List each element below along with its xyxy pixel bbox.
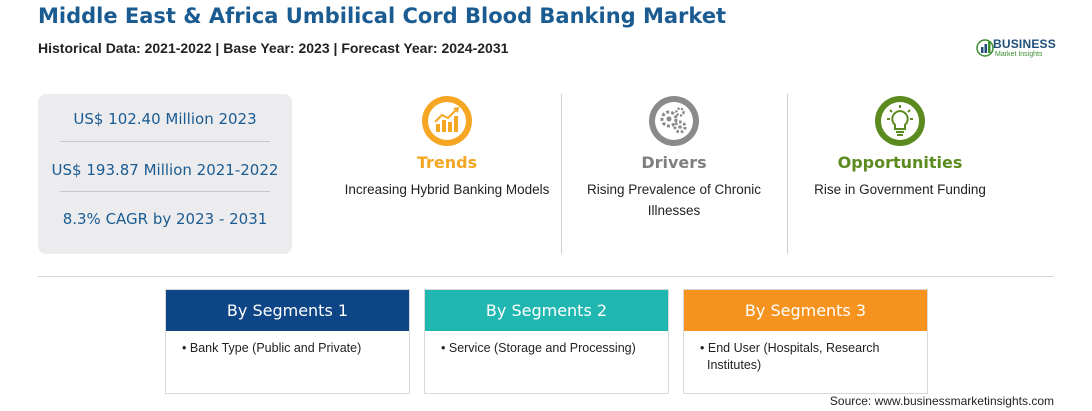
segment-card-2: By Segments 2 • Service (Storage and Pro… — [424, 289, 669, 394]
trend-chart-icon — [422, 96, 472, 146]
logo-tagline: Market Insights — [995, 51, 1043, 58]
opportunities-column: Opportunities Rise in Government Funding — [790, 94, 1010, 200]
page-title: Middle East & Africa Umbilical Cord Bloo… — [38, 4, 727, 28]
opportunities-text: Rise in Government Funding — [814, 182, 986, 197]
section-divider — [38, 276, 1054, 277]
stat-divider — [60, 191, 270, 192]
drivers-title: Drivers — [641, 153, 707, 172]
lightbulb-icon — [875, 96, 925, 146]
trends-title: Trends — [416, 153, 478, 172]
source-credit: Source: www.businessmarketinsights.com — [829, 394, 1054, 408]
segment-3-header: By Segments 3 — [684, 290, 927, 331]
column-divider — [561, 94, 562, 254]
segment-2-item: • Service (Storage and Processing) — [441, 341, 636, 355]
page-subtitle: Historical Data: 2021-2022 | Base Year: … — [38, 40, 509, 56]
segment-card-1: By Segments 1 • Bank Type (Public and Pr… — [165, 289, 410, 394]
stat-divider — [60, 141, 270, 142]
trends-text: Increasing Hybrid Banking Models — [344, 182, 550, 197]
drivers-text: Rising Prevalence of Chronic Illnesses — [586, 182, 762, 218]
opportunities-title: Opportunities — [837, 153, 963, 172]
company-logo: BUSINESS Market Insights — [975, 36, 1065, 60]
segment-1-item: • Bank Type (Public and Private) — [182, 341, 362, 355]
logo-name: BUSINESS — [993, 37, 1056, 51]
stat-market-size-2023: US$ 102.40 Million 2023 — [73, 110, 257, 128]
stat-cagr: 8.3% CAGR by 2023 - 2031 — [62, 210, 268, 228]
segment-1-header: By Segments 1 — [166, 290, 409, 331]
stat-historical-value: US$ 193.87 Million 2021-2022 — [51, 161, 279, 179]
market-stats-panel: US$ 102.40 Million 2023 US$ 193.87 Milli… — [38, 94, 292, 254]
trends-column: Trends Increasing Hybrid Banking Models — [337, 94, 557, 200]
column-divider — [787, 94, 788, 254]
logo-bars-icon — [976, 39, 994, 57]
segment-1-item-text: Bank Type (Public and Private) — [189, 341, 362, 355]
segment-3-item: • End User (Hospitals, Research Institut… — [700, 341, 880, 372]
segment-2-header: By Segments 2 — [425, 290, 668, 331]
segment-card-3: By Segments 3 • End User (Hospitals, Res… — [683, 289, 928, 394]
gears-icon — [649, 96, 699, 146]
segment-3-item-text: End User (Hospitals, Research Institutes… — [707, 341, 880, 372]
drivers-column: Drivers Rising Prevalence of Chronic Ill… — [564, 94, 784, 221]
segment-2-item-text: Service (Storage and Processing) — [448, 341, 636, 355]
